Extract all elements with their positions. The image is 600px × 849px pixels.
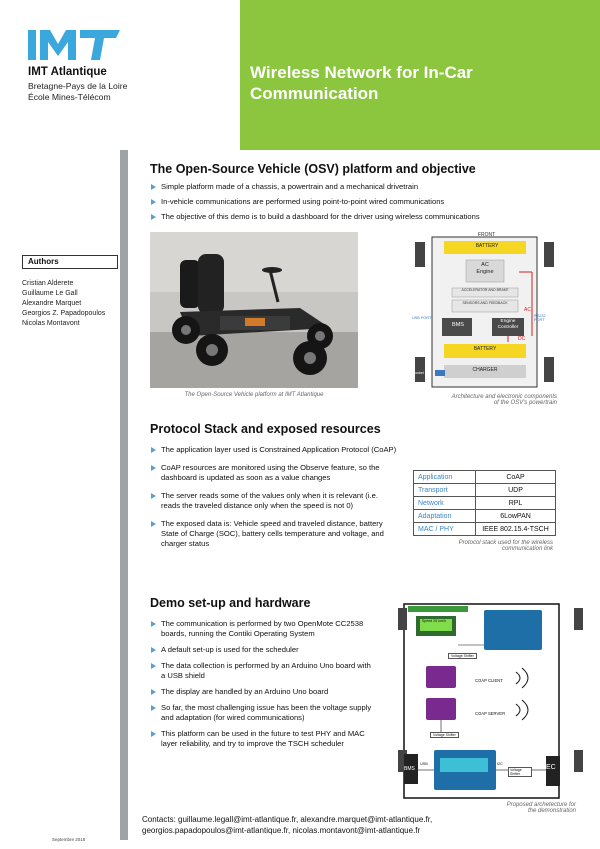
layer-cell: MAC / PHY <box>413 522 476 536</box>
protocol-table-caption: Protocol stack used for the wireless com… <box>413 540 553 552</box>
sidebar-divider <box>120 150 128 840</box>
table-row: Network RPL <box>413 496 556 510</box>
contacts-line-1[interactable]: Contacts: guillaume.legall@imt-atlantiqu… <box>142 815 433 824</box>
protocol-cell: 6LowPAN <box>475 509 556 523</box>
protocol-bullet-list: The application layer used is Constraine… <box>150 445 398 549</box>
diagram-label-front: FRONT <box>478 232 496 238</box>
list-item: The communication is performed by two Op… <box>150 619 375 639</box>
layer-cell: Application <box>413 470 476 484</box>
diagram-label-battery-bottom: BATTERY <box>473 346 497 352</box>
section-title-protocol: Protocol Stack and exposed resources <box>150 422 381 436</box>
diagram-label-engine-controller-line-2: Controller <box>497 325 519 330</box>
list-item: The data collection is performed by an A… <box>150 661 375 681</box>
table-row: MAC / PHY IEEE 802.15.4-TSCH <box>413 522 556 536</box>
demo-bullet-list: The communication is performed by two Op… <box>150 619 375 749</box>
imt-logo-icon <box>28 30 120 60</box>
powertrain-architecture-diagram <box>412 232 557 392</box>
protocol-cell: RPL <box>475 496 556 510</box>
osv-bullet-list: Simple platform made of a chassis, a pow… <box>150 182 590 222</box>
diagram-label-dc-current: DC <box>518 336 526 342</box>
diagram-label-ac-engine: AC Engine <box>466 262 504 276</box>
demo-label-i2c: I2C <box>497 762 503 766</box>
powertrain-diagram-caption: Architecture and electronic components o… <box>412 394 557 406</box>
authors-heading: Authors <box>22 255 118 269</box>
list-item: This platform can be used in the future … <box>150 729 375 749</box>
diagram-label-charger: CHARGER <box>472 367 498 373</box>
demo-caption-line-1: Proposed archetecture for <box>506 802 576 808</box>
poster-title-line-1: Wireless Network for In-Car <box>250 63 473 82</box>
diagram-label-battery-top: BATTERY <box>475 243 499 249</box>
poster-title: Wireless Network for In-Car Communicatio… <box>250 62 590 104</box>
section-title-osv: The Open-Source Vehicle (OSV) platform a… <box>150 162 476 176</box>
list-item: The exposed data is: Vehicle speed and t… <box>150 519 398 549</box>
list-item: So far, the most challenging issue has b… <box>150 703 375 723</box>
demo-label-voltage-shifter: Voltage Shifter <box>448 653 477 659</box>
osv-vehicle-photo <box>150 232 358 388</box>
powertrain-caption-line-2: of the OSV's powertrain <box>493 400 557 406</box>
poster-title-line-2: Communication <box>250 84 379 103</box>
protocol-cell: CoAP <box>475 470 556 484</box>
institution-name: IMT Atlantique <box>28 66 107 78</box>
demo-label-bms: BMS <box>404 766 415 772</box>
table-row: Transport UDP <box>413 483 556 497</box>
header-brand-area: IMT Atlantique Bretagne-Pays de la Loire… <box>0 0 240 150</box>
demo-caption-line-2: the demonstration <box>527 808 576 814</box>
contacts-line-2[interactable]: georgios.papadopoulos@imt-atlantique.fr,… <box>142 826 421 835</box>
demo-label-coap-server: COAP SERVER <box>475 711 506 716</box>
table-row: Adaptation 6LowPAN <box>413 509 556 523</box>
diagram-label-engine-controller-line-1: Engine <box>500 319 516 324</box>
list-item: A default set-up is used for the schedul… <box>150 645 375 655</box>
demo-label-coap-client: COAP CLIENT <box>475 678 503 683</box>
vehicle-photo-caption: The Open-Source Vehicle platform at IMT … <box>184 392 324 398</box>
protocol-caption-line-2: communication link <box>501 546 553 552</box>
demo-architecture-diagram <box>398 603 583 799</box>
list-item: CoAP resources are monitored using the O… <box>150 463 398 483</box>
section-title-demo: Demo set-up and hardware <box>150 596 311 610</box>
demo-lcd-text: Speed 25 km/h <box>421 619 447 623</box>
author-name: Cristian Alderete <box>22 280 74 287</box>
list-item: The display are handled by an Arduino Un… <box>150 687 375 697</box>
contacts: Contacts: guillaume.legall@imt-atlantiqu… <box>142 814 432 836</box>
demo-label-ec: EC <box>546 764 556 771</box>
diagram-label-usb-port: USB PORT <box>412 316 432 320</box>
diagram-label-ac: AC <box>481 262 489 268</box>
header-title-banner: Wireless Network for In-Car Communicatio… <box>240 0 600 150</box>
poster-date: Septembre 2018 <box>52 837 86 842</box>
demo-diagram-caption: Proposed archetecture for the demonstrat… <box>470 802 576 814</box>
powertrain-caption-line-1: Architecture and electronic components <box>451 394 557 400</box>
diagram-label-engine: Engine <box>476 269 494 275</box>
author-name: Nicolas Montavont <box>22 320 80 327</box>
list-item: In-vehicle communications are performed … <box>150 197 590 207</box>
diagram-label-socket: Socket <box>413 371 424 375</box>
diagram-label-accelerator: ACCELERATOR AND BRAKE <box>461 288 509 292</box>
institution-school: École Mines-Télécom <box>28 92 111 102</box>
institution-region: Bretagne-Pays de la Loire <box>28 81 128 91</box>
layer-cell: Transport <box>413 483 476 497</box>
protocol-cell: IEEE 802.15.4-TSCH <box>475 522 556 536</box>
demo-label-voltage-shifter-3: Voltage Shifter <box>508 767 532 777</box>
author-name: Guillaume Le Gall <box>22 290 78 297</box>
diagram-label-engine-controller: Engine Controller <box>492 319 524 331</box>
protocol-stack-table: Application CoAP Transport UDP Network R… <box>413 470 556 536</box>
author-name: Georgios Z. Papadopoulos <box>22 310 106 317</box>
list-item: The server reads some of the values only… <box>150 491 398 511</box>
demo-label-usb: USB <box>420 762 428 766</box>
layer-cell: Adaptation <box>413 509 476 523</box>
demo-label-voltage-shifter-2: Voltage Shifter <box>430 732 459 738</box>
protocol-caption-line-1: Protocol stack used for the wireless <box>458 540 553 546</box>
table-row: Application CoAP <box>413 470 556 484</box>
diagram-label-ac-current: AC <box>524 307 531 313</box>
list-item: Simple platform made of a chassis, a pow… <box>150 182 590 192</box>
layer-cell: Network <box>413 496 476 510</box>
diagram-label-bms: BMS <box>452 322 464 328</box>
protocol-cell: UDP <box>475 483 556 497</box>
list-item: The objective of this demo is to build a… <box>150 212 590 222</box>
author-name: Alexandre Marquet <box>22 300 82 307</box>
list-item: The application layer used is Constraine… <box>150 445 398 455</box>
diagram-label-sensors: SENSORS AND FEEDBACK <box>462 301 508 305</box>
diagram-label-side-port: RS232 PORT <box>534 314 546 322</box>
